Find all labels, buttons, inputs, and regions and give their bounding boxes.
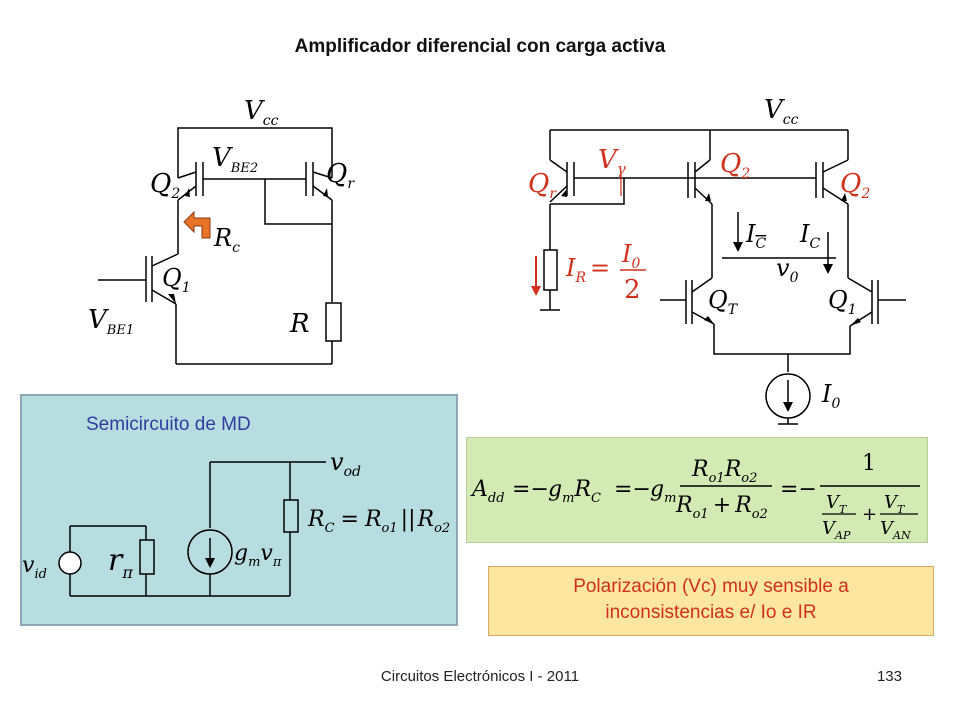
right-i0-label: I0 [821, 380, 840, 412]
note-line-2: inconsistencias e/ Io e IR [605, 602, 817, 623]
gain-equation-panel [466, 437, 928, 543]
gm-source-arrow [205, 558, 215, 568]
right-circuit [540, 129, 906, 425]
left-r-label: R [289, 309, 310, 339]
right-ic-label: IC [799, 220, 820, 252]
right-q2-label: Q2 [840, 169, 870, 202]
right-i0-numerator: I0 [621, 240, 640, 272]
right-ir-label: IR= [565, 254, 610, 286]
footer-text: Circuitos Electrónicos I - 2011 [380, 668, 580, 685]
svg-text:VT: VT [826, 492, 848, 516]
svg-text:Ro1Ro2: Ro1Ro2 [691, 457, 757, 486]
svg-text:gm: gm [650, 477, 676, 506]
gain-equation: Add =− gmRC =− gm Ro1Ro2 Ro1+Ro2 =− 1 VT… [470, 451, 920, 542]
right-qt-label: QT [708, 286, 739, 318]
qr-emitter-arrow [323, 188, 328, 197]
right-q1-label: Q1 [828, 286, 857, 318]
left-vbe2-label: VBE2 [212, 143, 258, 176]
svg-text:VAP: VAP [822, 518, 851, 542]
svg-text:Add: Add [470, 477, 505, 506]
left-vcc-label: Vcc [244, 96, 279, 129]
md-gm-vpi-label: gmvπ [234, 541, 282, 570]
semicircuit-panel [20, 394, 458, 626]
svg-text:VT: VT [884, 492, 906, 516]
right-ic-bar-label: IC [745, 220, 766, 252]
right-q2-middle-label: Q2 [720, 149, 750, 182]
right-v0-label: v0 [776, 254, 799, 286]
right-qr-label: Qr [528, 169, 557, 202]
rc-indicator-arrow [183, 210, 211, 239]
svg-text:gmRC: gmRC [548, 477, 601, 506]
svg-text:=−: =− [614, 477, 651, 502]
left-q1-label: Q1 [162, 264, 191, 296]
right-vgamma-label: Vγ [598, 145, 626, 178]
left-rc-label: Rc [213, 224, 240, 256]
page-number: 133 [876, 668, 902, 685]
md-vid-label: vid [22, 553, 47, 582]
right-vcc-label: Vcc [764, 95, 799, 128]
left-circuit [98, 127, 342, 365]
svg-text:=−: =− [780, 477, 817, 502]
left-vbe1-label: VBE1 [88, 305, 134, 338]
svg-text:1: 1 [862, 451, 876, 476]
note-line-1: Polarización (Vc) muy sensible a [573, 576, 849, 597]
left-qr-label: Qr [326, 159, 355, 192]
current-arrows [737, 212, 829, 406]
svg-text:+: + [862, 504, 877, 525]
md-vod-label: vod [330, 448, 361, 480]
ir-current-arrow [531, 286, 541, 296]
md-rpi-label: rπ [108, 543, 133, 582]
q1-emitter-arrow [168, 294, 176, 304]
q2-emitter-arrow [185, 188, 190, 197]
semicircuit-label: Semicircuito de MD [86, 414, 251, 435]
svg-text:VAN: VAN [880, 518, 911, 542]
slide-title: Amplificador diferencial con carga activ… [294, 36, 666, 57]
svg-text:=−: =− [512, 477, 549, 502]
left-q2-label: Q2 [150, 169, 180, 202]
vid-source-icon [58, 551, 82, 575]
note-panel: Polarización (Vc) muy sensible a inconsi… [488, 566, 934, 636]
md-rc-equation: RC=Ro1||Ro2 [307, 507, 450, 536]
right-two-denominator: 2 [624, 275, 641, 305]
svg-text:Ro1+Ro2: Ro1+Ro2 [675, 493, 768, 522]
